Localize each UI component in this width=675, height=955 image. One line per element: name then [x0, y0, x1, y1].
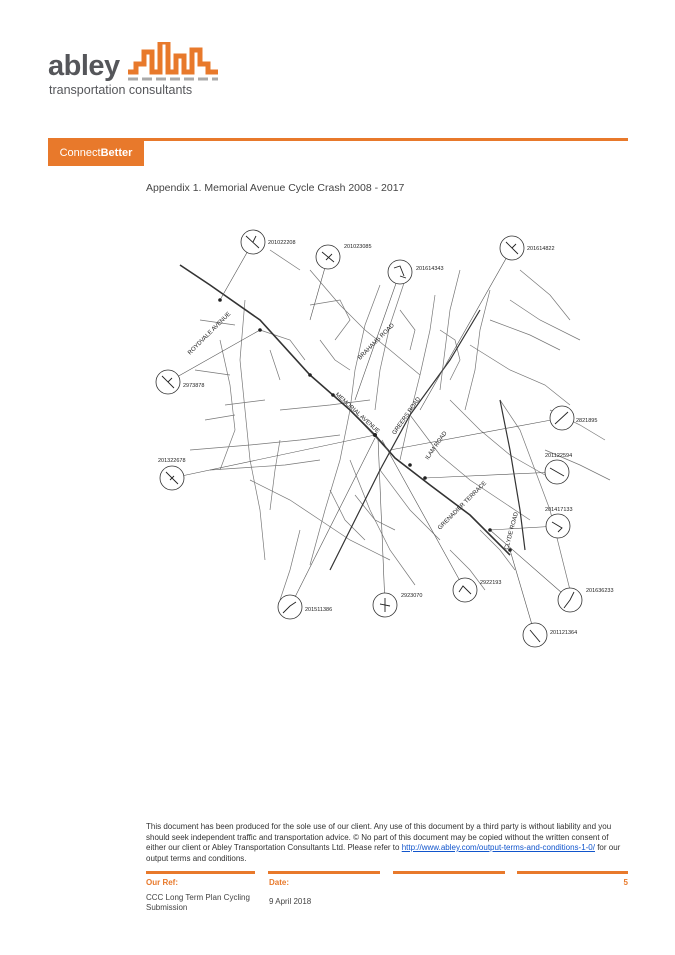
crash-label: 201511386 [305, 607, 332, 613]
crash-circle [522, 622, 548, 648]
street-label-greers: GREERS ROAD [392, 396, 423, 436]
connect-better-badge: ConnectBetter [48, 141, 144, 166]
footer-rule-4 [517, 871, 628, 874]
crash-points [218, 298, 512, 552]
leader-lines [167, 241, 571, 636]
footer-rule-ref [146, 871, 255, 874]
ref-line2: Submission [146, 903, 188, 912]
crash-map: ROYDVALE AVENUE MEMORIAL AVENUE GREERS R… [155, 229, 614, 648]
street-label-grenadier: GRENADIER TERRACE [437, 481, 488, 532]
crash-label: 201614822 [527, 246, 555, 252]
footer-rule-date [268, 871, 380, 874]
badge-bold: Better [100, 147, 133, 159]
crash-label: 201122594 [545, 453, 572, 459]
crash-label: 201022208 [268, 240, 296, 246]
badge-prefix: Connect [59, 147, 101, 159]
disclaimer-end: for our output terms and conditions. [146, 843, 621, 863]
abley-logo: abley transportation consultants [48, 42, 218, 102]
date-value: 9 April 2018 [269, 897, 312, 906]
secondary-road [329, 309, 526, 571]
crash-circle [277, 594, 303, 620]
crash-circle [452, 577, 478, 603]
street-network [179, 249, 611, 601]
header-rule [48, 138, 628, 141]
crash-label: 2821895 [576, 418, 597, 424]
crash-label: 201636233 [586, 588, 614, 594]
crash-labels: 201022208 201023085 201614343 201614822 … [158, 240, 614, 636]
crash-label: 201614343 [416, 266, 444, 272]
crash-label: 201023085 [344, 244, 372, 250]
terms-link[interactable]: http://www.abley.com/output-terms-and-co… [401, 843, 595, 852]
logo-tagline: transportation consultants [49, 83, 193, 97]
crash-label: 201121364 [550, 630, 577, 636]
disclaimer: This document has been produced for the … [146, 822, 624, 864]
logo-wordmark: abley [48, 50, 120, 82]
crash-label: 201322678 [158, 458, 186, 464]
ref-label: Our Ref: [146, 878, 178, 887]
crash-label: 201417133 [545, 507, 573, 513]
page-number: 5 [623, 878, 628, 887]
crash-label: 2923070 [401, 593, 422, 599]
figure-caption: Appendix 1. Memorial Avenue Cycle Crash … [146, 182, 405, 194]
disclaimer-text: This document has been produced for the … [146, 822, 612, 852]
crash-circle [387, 259, 413, 285]
footer-rule-3 [393, 871, 505, 874]
crash-label: 2922193 [480, 580, 501, 586]
crash-label: 2973878 [183, 383, 204, 389]
main-road [179, 264, 511, 556]
crash-glyphs [161, 235, 575, 643]
street-label-ilam: ILAM ROAD [425, 430, 449, 461]
ref-line1: CCC Long Term Plan Cycling [146, 893, 250, 902]
logo-signal-icon [128, 42, 218, 81]
date-label: Date: [269, 878, 290, 887]
street-label-memorial: MEMORIAL AVENUE [334, 392, 381, 435]
